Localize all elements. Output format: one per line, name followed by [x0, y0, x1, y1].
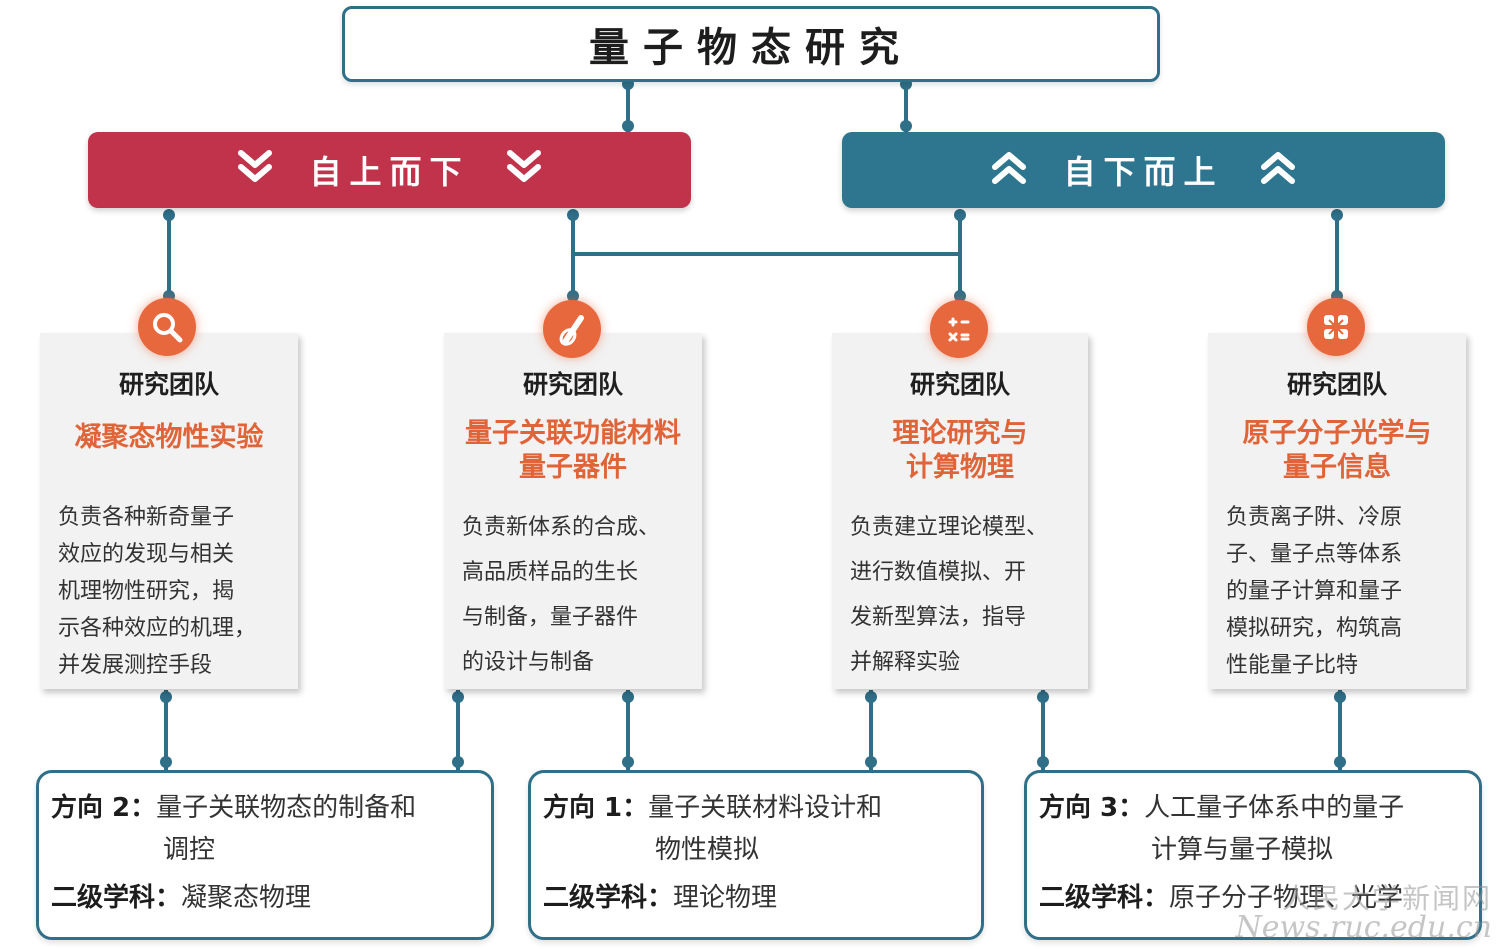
- team-card-quantum-materials: 研究团队 量子关联功能材料 量子器件 负责新体系的合成、 高品质样品的生长 与制…: [444, 333, 702, 689]
- team-heading: 研究团队: [1286, 370, 1387, 399]
- team-name: 原子分子光学与 量子信息: [1242, 418, 1432, 483]
- team-card-theory: 研究团队 理论研究与 计算物理 负责建立理论模型、 进行数值模拟、开 发新型算法…: [832, 333, 1088, 689]
- search-icon: [138, 298, 196, 356]
- double-chevron-up-icon: [989, 147, 1029, 193]
- team-card-condensed-matter: 研究团队 凝聚态物性实验 负责各种新奇量子 效应的发现与相关 机理物性研究，揭 …: [40, 333, 298, 689]
- watermark-text-bottom: News.ruc.edu.cn: [1235, 910, 1492, 945]
- team-name: 凝聚态物性实验: [74, 422, 264, 453]
- page-title: 量子物态研究: [589, 25, 913, 71]
- direction-topic: 方向 1：量子关联材料设计和: [543, 793, 883, 823]
- calculator-icon: [930, 300, 988, 358]
- team-description: 负责新体系的合成、 高品质样品的生长 与制备，量子器件 的设计与制备: [462, 515, 661, 675]
- direction-topic: 方向 2：量子关联物态的制备和: [51, 793, 417, 823]
- double-chevron-up-icon: [1258, 147, 1298, 193]
- watermark: 人民大学新闻网 News.ruc.edu.cn: [1235, 885, 1492, 943]
- flask-icon: [543, 300, 601, 358]
- banner-bottom-up-label: 自下而上: [1063, 153, 1224, 191]
- team-card-atomic-optics: 研究团队 原子分子光学与 量子信息 负责离子阱、冷原 子、量子点等体系 的量子计…: [1208, 333, 1466, 689]
- direction-topic: 方向 3：人工量子体系中的量子: [1039, 793, 1405, 823]
- direction-topic-cont: 计算与量子模拟: [1151, 835, 1334, 865]
- team-name: 理论研究与 计算物理: [892, 418, 1028, 483]
- team-description: 负责各种新奇量子 效应的发现与相关 机理物性研究，揭 示各种效应的机理， 并发展…: [58, 505, 257, 678]
- banner-bottom-up: 自下而上: [842, 132, 1445, 208]
- direction-discipline: 二级学科：理论物理: [543, 883, 778, 913]
- team-description: 负责建立理论模型、 进行数值模拟、开 发新型算法，指导 并解释实验: [850, 515, 1049, 675]
- title-box: 量子物态研究: [342, 6, 1160, 82]
- network-icon: [1307, 298, 1365, 356]
- double-chevron-down-icon: [235, 147, 275, 193]
- banner-top-down: 自上而下: [88, 132, 691, 208]
- direction-topic-cont: 物性模拟: [655, 835, 760, 865]
- direction-box-2: 方向 2：量子关联物态的制备和 调控 二级学科：凝聚态物理: [36, 770, 494, 940]
- team-description: 负责离子阱、冷原 子、量子点等体系 的量子计算和量子 模拟研究，构筑高 性能量子…: [1226, 505, 1403, 678]
- team-name: 量子关联功能材料 量子器件: [465, 418, 681, 483]
- double-chevron-down-icon: [504, 147, 544, 193]
- direction-box-3: 方向 3：人工量子体系中的量子 计算与量子模拟 二级学科：原子分子物理、光学: [1024, 770, 1482, 940]
- direction-topic-cont: 调控: [163, 835, 216, 865]
- direction-discipline: 二级学科：凝聚态物理: [51, 883, 312, 913]
- direction-box-1: 方向 1：量子关联材料设计和 物性模拟 二级学科：理论物理: [528, 770, 984, 940]
- direction-discipline: 二级学科：原子分子物理、光学: [1039, 883, 1404, 913]
- watermark-text-top: 人民大学新闻网: [1281, 882, 1492, 915]
- banner-top-down-label: 自上而下: [309, 153, 470, 191]
- team-heading: 研究团队: [522, 370, 623, 399]
- team-heading: 研究团队: [909, 370, 1010, 399]
- team-heading: 研究团队: [118, 370, 219, 399]
